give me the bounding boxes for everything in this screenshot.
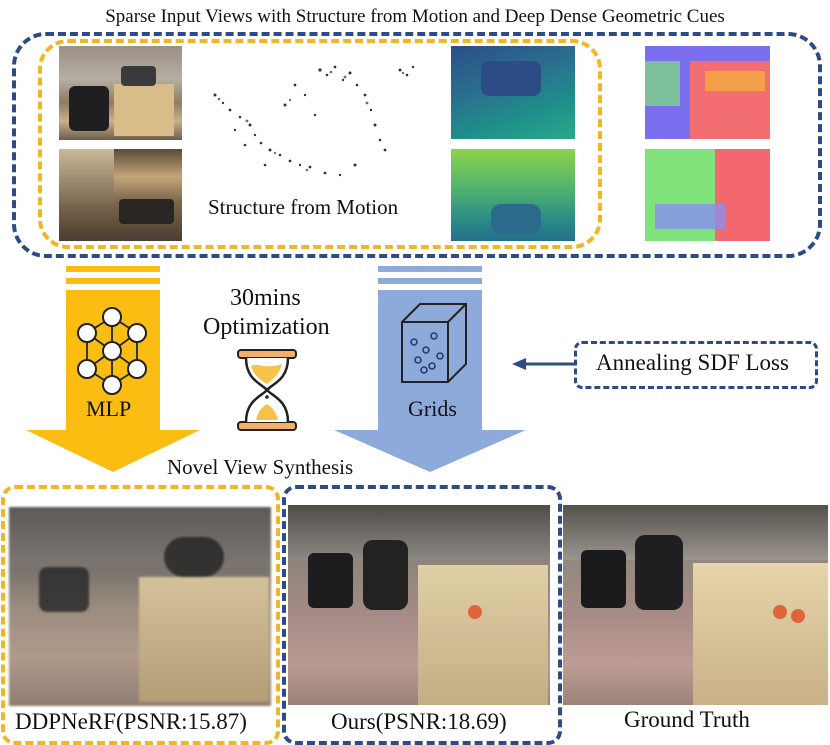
figure-title: Sparse Input Views with Structure from M… bbox=[105, 6, 725, 27]
grids-label: Grids bbox=[408, 396, 457, 421]
ground-truth-photo bbox=[563, 505, 828, 705]
mlp-label: MLP bbox=[86, 396, 132, 421]
novel-view-label: Novel View Synthesis bbox=[167, 455, 354, 479]
ground-truth-caption: Ground Truth bbox=[624, 707, 750, 732]
ours-render bbox=[288, 505, 550, 705]
hourglass-icon bbox=[237, 349, 297, 431]
ddpnerf-caption: DDPNeRF(PSNR:15.87) bbox=[15, 709, 247, 734]
input-view-rgb-1 bbox=[59, 46, 182, 140]
grids-arrow bbox=[334, 266, 526, 472]
depth-map-1 bbox=[451, 46, 575, 139]
normal-map-2 bbox=[645, 149, 770, 241]
grid-cube-icon bbox=[401, 303, 467, 383]
annealing-sdf-label: Annealing SDF Loss bbox=[596, 350, 789, 375]
normal-map-1 bbox=[645, 46, 770, 139]
sfm-label: Structure from Motion bbox=[208, 195, 399, 219]
depth-map-2 bbox=[451, 149, 575, 241]
neural-network-icon bbox=[77, 307, 147, 395]
optimization-time: 30mins bbox=[230, 285, 301, 311]
input-views-panel bbox=[12, 32, 822, 258]
optimization-label: Optimization bbox=[203, 314, 330, 340]
sfm-panel bbox=[38, 39, 602, 249]
ours-frame bbox=[282, 485, 562, 745]
ddpnerf-render bbox=[9, 507, 271, 706]
annealing-arrow bbox=[512, 358, 574, 370]
ddpnerf-frame bbox=[1, 485, 280, 745]
ours-caption: Ours(PSNR:18.69) bbox=[331, 709, 507, 734]
input-view-rgb-2 bbox=[59, 149, 182, 241]
sfm-point-cloud bbox=[213, 65, 415, 177]
annealing-sdf-box bbox=[574, 341, 818, 389]
